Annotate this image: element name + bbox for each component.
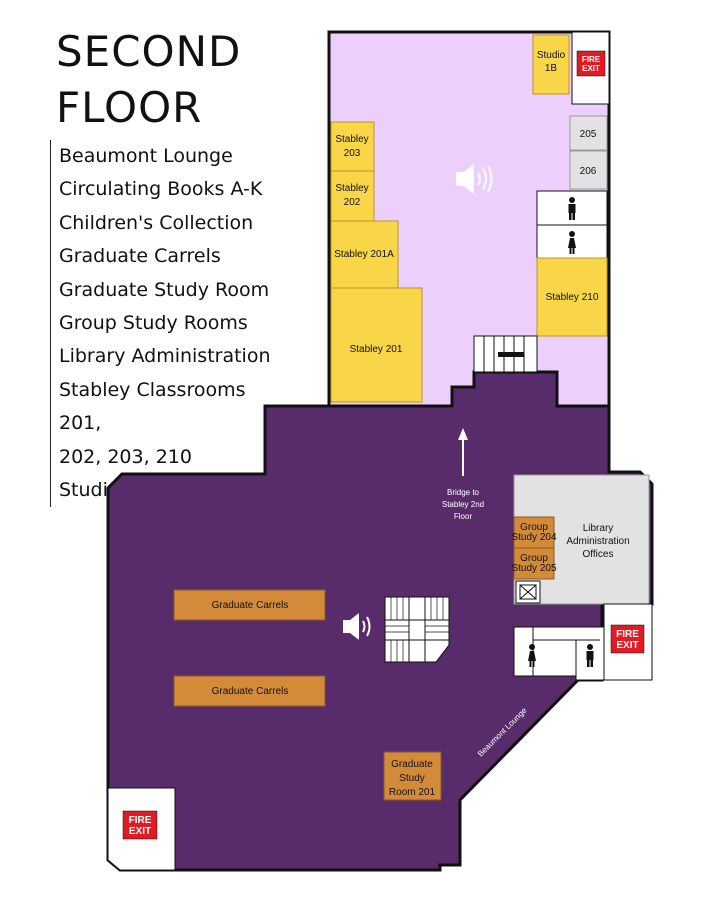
stabley-210-label: Stabley 210 (546, 292, 599, 303)
graduate-carrels-1-label: Graduate Carrels (212, 600, 289, 611)
title-line-2: FLOOR (56, 83, 203, 132)
group-study-205-label: Group (520, 553, 548, 564)
stabley-201a[interactable] (330, 220, 399, 289)
graduate-study-room-label: Room 201 (389, 787, 436, 798)
legend-item: Graduate Study Room (59, 278, 270, 301)
main-floor (106, 370, 654, 872)
stabley-203-label: 203 (344, 148, 361, 159)
studio-1b-label: 1B (545, 63, 558, 74)
stabley-202-label: Stabley (335, 183, 368, 194)
fire-exit-label: EXIT (616, 640, 638, 651)
stabley-202-label: 202 (344, 197, 361, 208)
group-study-204-label: Group (520, 522, 548, 533)
fire-exit-sign: FIRE EXIT (610, 624, 645, 654)
fire-exit-sign: FIRE EXIT (576, 50, 606, 77)
fire-exit-label: FIRE (129, 815, 152, 826)
room-205[interactable] (569, 115, 608, 151)
stairs-icon (384, 596, 450, 663)
speaker-icon (343, 613, 371, 640)
restroom-men-icon (586, 644, 594, 667)
stabley-210[interactable] (536, 257, 608, 337)
legend-item: Group Study Rooms (59, 312, 248, 335)
legend-item: Circulating Books A-K (59, 178, 263, 201)
speaker-icon (456, 164, 493, 194)
graduate-carrels-2[interactable] (173, 675, 326, 707)
stabley-203-label: Stabley (335, 134, 368, 145)
room-205-label: 205 (580, 129, 597, 140)
restroom-women-icon (528, 644, 536, 667)
fire-exit-label: EXIT (129, 826, 151, 837)
fire-exit-label: EXIT (582, 64, 600, 73)
legend-list: Beaumont Lounge Circulating Books A-K Ch… (50, 140, 289, 508)
studio-1b[interactable] (532, 34, 570, 95)
graduate-study-room-label: Study (399, 773, 425, 784)
graduate-study-room-label: Graduate (391, 759, 433, 770)
restroom-men-icon (568, 197, 576, 220)
studio-1b-label: Studio (537, 50, 566, 61)
graduate-carrels-1[interactable] (173, 589, 326, 621)
page-title: SECOND FLOOR (56, 24, 241, 136)
group-study-205[interactable] (513, 547, 555, 580)
stabley-201a-label: Stabley 201A (334, 249, 394, 260)
graduate-study-room[interactable] (383, 751, 442, 801)
library-admin-label: Administration (566, 536, 629, 547)
arrow-up-icon (458, 428, 468, 476)
graduate-carrels-2-label: Graduate Carrels (212, 686, 289, 697)
library-admin-label: Library (583, 523, 614, 534)
library-admin-label: Offices (583, 549, 614, 560)
title-line-1: SECOND (56, 27, 242, 76)
group-study-205-label: Study 205 (511, 563, 556, 574)
restroom-women-icon (568, 231, 576, 254)
stairs-icon (473, 335, 538, 373)
stabley-203[interactable] (330, 121, 375, 172)
stabley-201-label: Stabley 201 (350, 344, 403, 355)
legend-item: Library Administration (59, 345, 271, 368)
legend-item: Graduate Carrels (59, 245, 221, 268)
stabley-201[interactable] (330, 287, 423, 403)
bridge-label: Floor (454, 512, 473, 521)
fire-exit-sign: FIRE EXIT (122, 810, 158, 840)
group-study-204[interactable] (513, 516, 555, 549)
group-study-204-label: Study 204 (511, 532, 556, 543)
bridge-label: Bridge to (447, 488, 480, 497)
legend-item: Stabley Classrooms 201, 202, 203, 210 (59, 378, 246, 468)
legend-item: Beaumont Lounge (59, 145, 233, 167)
stabley-202[interactable] (330, 170, 375, 222)
room-206[interactable] (569, 150, 608, 190)
fire-exit-label: FIRE (582, 55, 601, 64)
bridge-label: Stabley 2nd (442, 500, 484, 509)
room-206-label: 206 (580, 166, 597, 177)
legend-item: Children's Collection (59, 211, 254, 234)
elevator-icon (515, 580, 541, 604)
fire-exit-label: FIRE (616, 629, 639, 640)
